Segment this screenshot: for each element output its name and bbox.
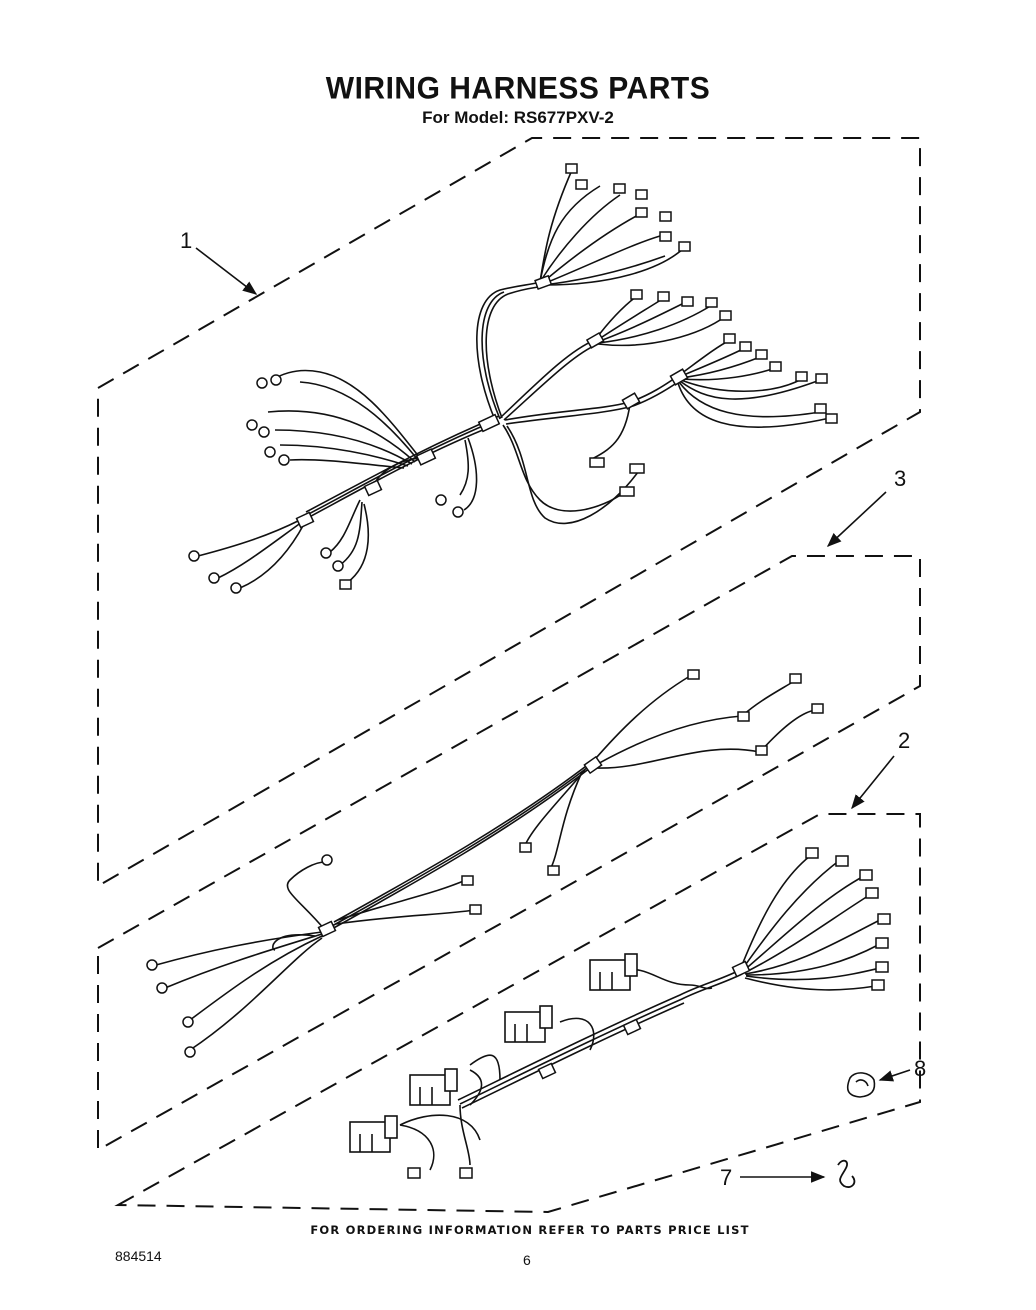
callout-3-arrow: [826, 491, 887, 547]
harness-3-terminals: [146, 669, 824, 1058]
harness-1-splices: [295, 274, 689, 529]
page-number: 6: [523, 1252, 531, 1268]
callout-8-label: 8: [914, 1056, 926, 1081]
callout-3: 3: [826, 466, 906, 547]
callout-2: 2: [851, 728, 910, 810]
model-subtitle: For Model: RS677PXV-2: [422, 108, 614, 127]
harness-1-boundary: [97, 137, 921, 888]
part-7-clip-drawing: [837, 1159, 856, 1188]
harness-1-group: [97, 137, 921, 888]
harness-3-boundary: [97, 555, 921, 1152]
harness-1-wires: [197, 169, 831, 589]
harness-1-terminals: [188, 163, 838, 594]
callout-7-label: 7: [720, 1165, 732, 1190]
page-title: WIRING HARNESS PARTS: [325, 71, 711, 106]
callout-2-label: 2: [898, 728, 910, 753]
callout-1-label: 1: [180, 228, 192, 253]
plug-connector-c: [409, 1068, 458, 1106]
harness-2-plug-connectors: [349, 953, 638, 1153]
harness-3-group: [97, 555, 921, 1152]
callout-7: 7: [720, 1165, 826, 1190]
callout-8: 8: [878, 1056, 926, 1082]
harness-3-splices: [317, 755, 603, 938]
harness-2-terminals: [407, 847, 891, 1179]
callout-1: 1: [180, 228, 258, 295]
harness-2-splices: [537, 960, 751, 1080]
plug-connector-d: [349, 1115, 398, 1153]
harness-2-boundary: [114, 813, 921, 1214]
ordering-info-note: FOR ORDERING INFORMATION REFER TO PARTS …: [310, 1223, 750, 1237]
part-8-clip-drawing: [846, 1072, 876, 1098]
harness-3-wires: [155, 675, 817, 1051]
plug-connector-b: [504, 1005, 553, 1043]
harness-2-group: [114, 813, 921, 1214]
callout-1-arrow: [195, 247, 258, 295]
document-number: 884514: [115, 1248, 162, 1264]
callout-8-arrow: [878, 1069, 911, 1082]
plug-connector-a: [589, 953, 638, 991]
harness-2-wires: [399, 855, 881, 1171]
callout-2-arrow: [851, 755, 895, 810]
callout-3-label: 3: [894, 466, 906, 491]
